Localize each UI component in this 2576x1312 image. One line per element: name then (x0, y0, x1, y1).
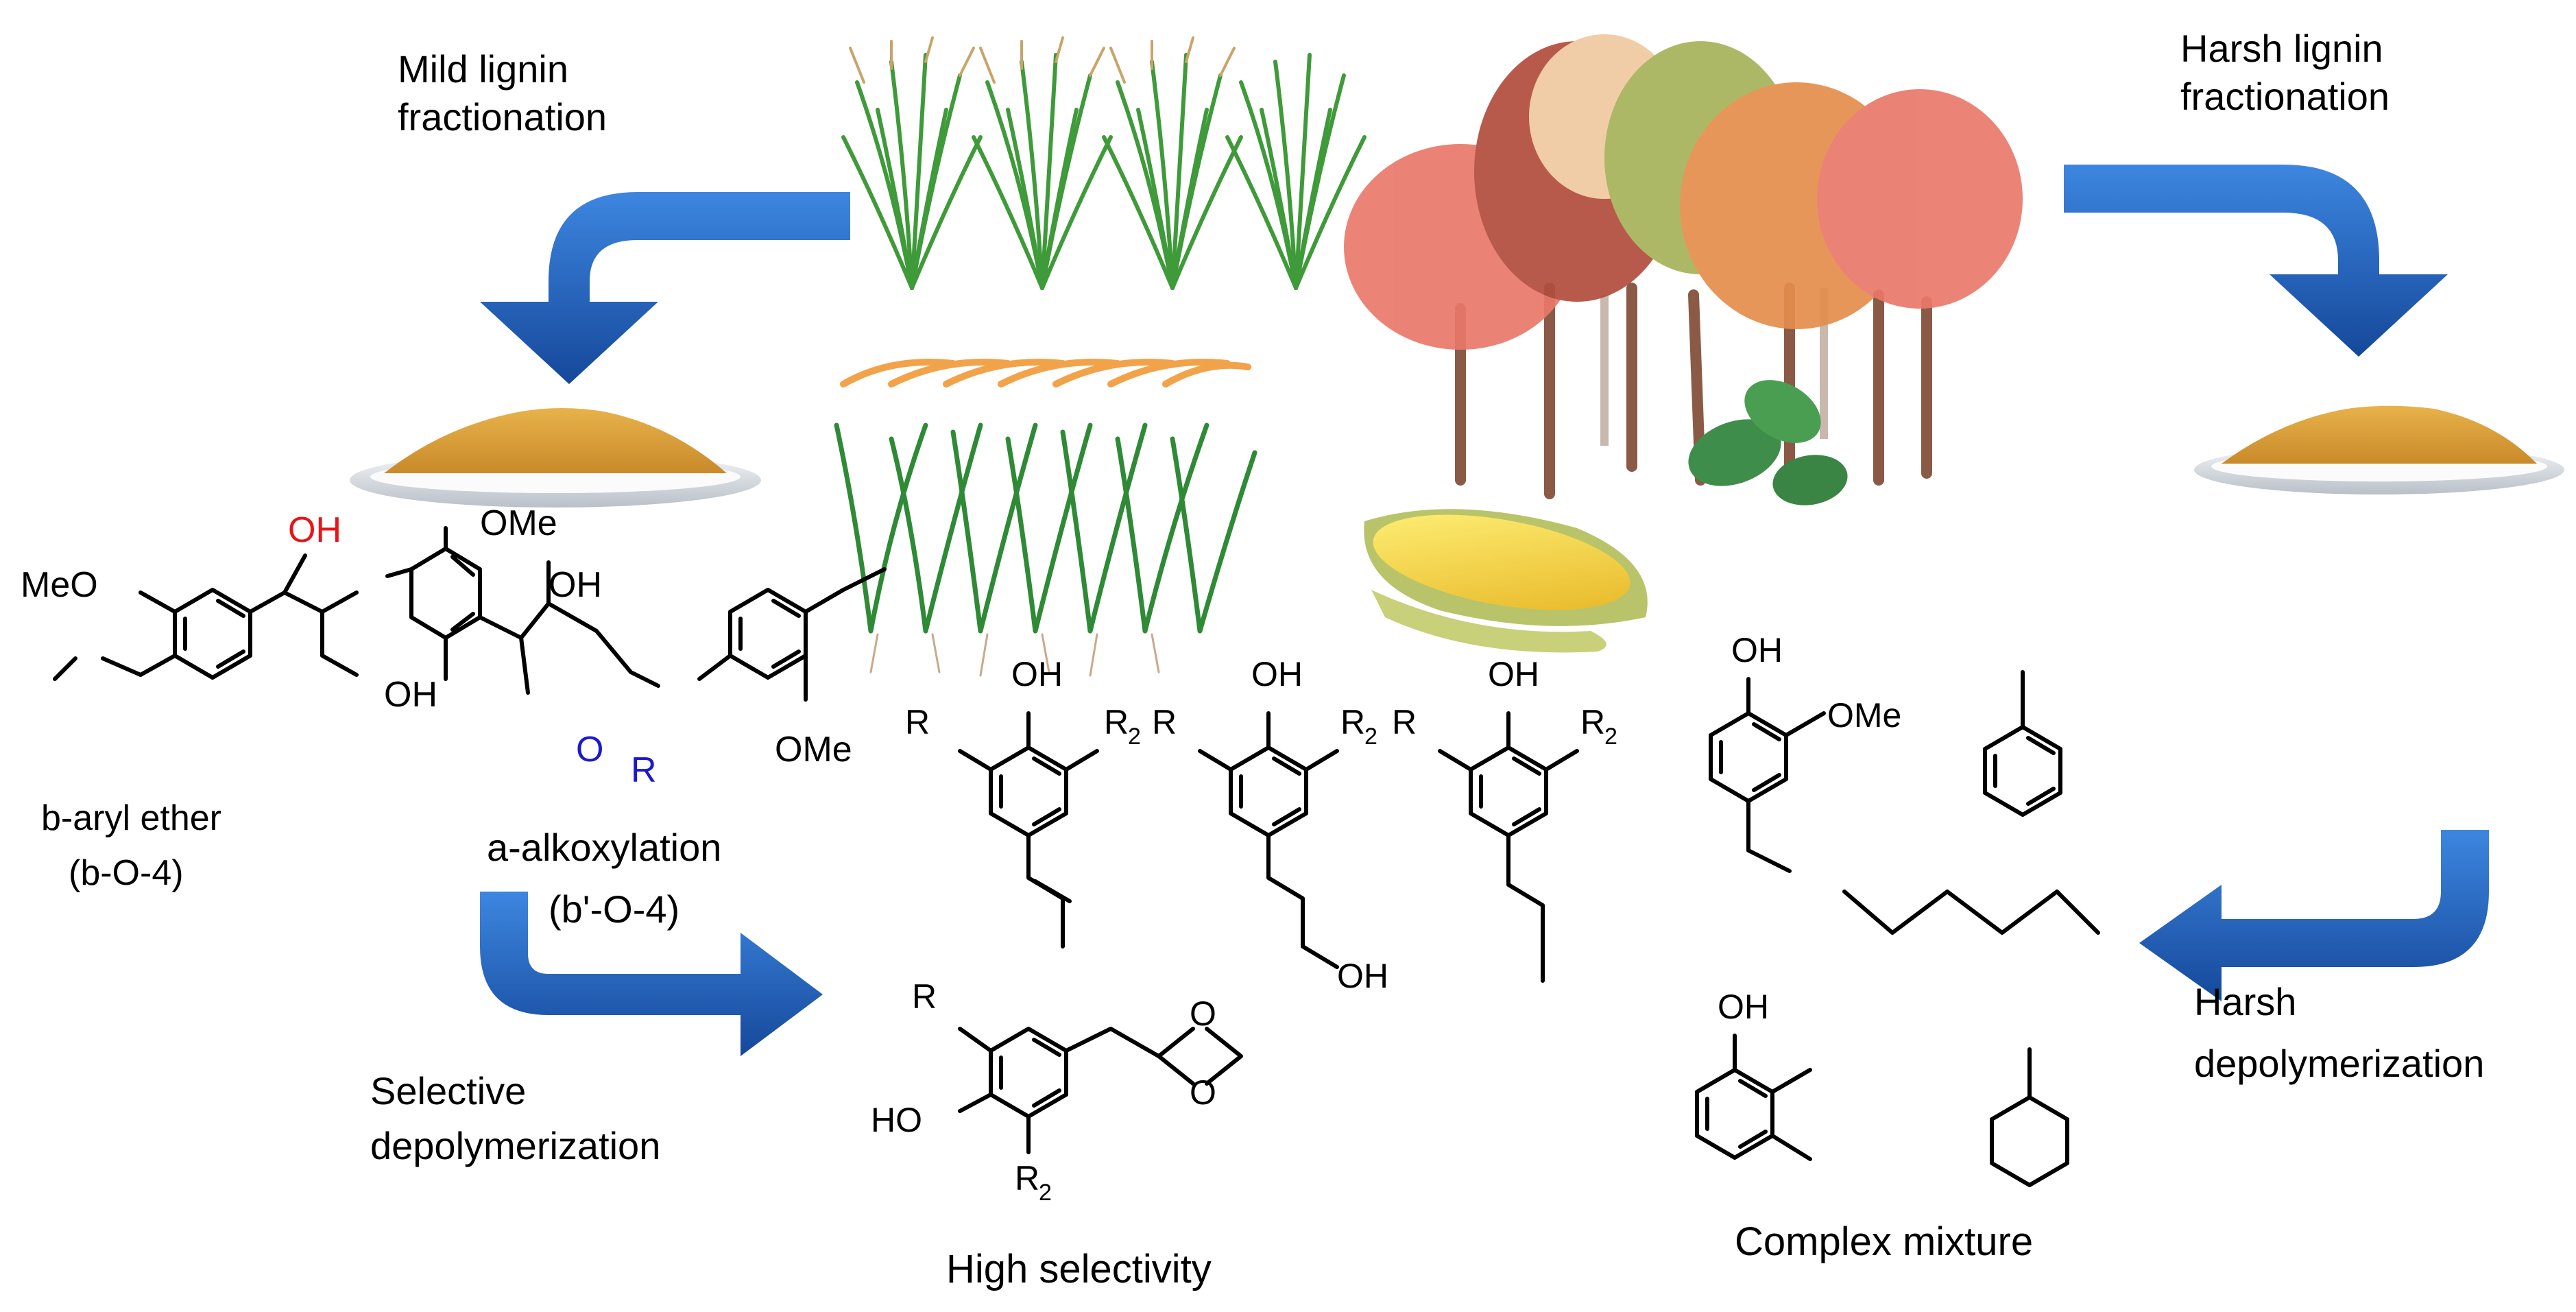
atom-o-blue: O (576, 730, 603, 770)
atom-oh-p3: OH (1488, 655, 1539, 693)
atom-sub2-p1: 2 (1128, 724, 1141, 750)
chemical-structures (53, 526, 2100, 1187)
atom-oh-p4: OH (1731, 631, 1783, 669)
atom-sub2-p2: 2 (1364, 724, 1377, 750)
corn-cob-image (1364, 509, 1648, 653)
complex-mixture-label: Complex mixture (1735, 1219, 2033, 1264)
product-ethylguaiacol (1709, 677, 1826, 873)
harsh-fractionation-line2: fractionation (2180, 75, 2390, 118)
atom-meo: MeO (21, 565, 98, 605)
atom-oh-p5: OH (1718, 988, 1769, 1026)
arrow-selective-depolymerization (480, 892, 823, 1056)
leaf-icon (1688, 380, 1848, 505)
mild-fractionation-line1: Mild lignin (398, 47, 568, 91)
rice-plant-image (834, 359, 1257, 677)
product-propenyl-phenol (958, 711, 1099, 949)
atom-r2-p3: R (1580, 703, 1605, 741)
arrow-mild-fractionation (480, 192, 850, 384)
atom-r2-p6: R (1015, 1159, 1039, 1197)
atom-o-p6-top: O (1190, 994, 1216, 1033)
atom-oh-lower: OH (384, 675, 437, 715)
product-dioxolane-phenol (958, 1027, 1243, 1154)
beta-aryl-ether-line1: b-aryl ether (41, 798, 221, 838)
atom-r-p6: R (912, 977, 937, 1016)
text-labels: Mild lignin fractionation Harsh lignin f… (21, 27, 2484, 1291)
atom-oh-polymer: OH (549, 565, 602, 605)
product-toluene (1983, 670, 2062, 817)
harsh-depolymerization-line2: depolymerization (2194, 1042, 2484, 1085)
product-propyl-phenol (1438, 711, 1579, 983)
lignin-powder-plate-right (2194, 405, 2564, 494)
selective-depolymerization-line2: depolymerization (370, 1124, 660, 1167)
atom-sub2-p6: 2 (1039, 1180, 1052, 1206)
atom-oh-p2-tail: OH (1337, 957, 1388, 995)
mild-fractionation-line2: fractionation (398, 95, 607, 139)
harsh-depolymerization-line1: Harsh (2194, 980, 2296, 1023)
atom-ho-p6: HO (871, 1101, 922, 1139)
alpha-alkoxylation-line2: (b'-O-4) (549, 887, 679, 931)
atom-r-p2: R (1152, 703, 1177, 741)
harsh-fractionation-line1: Harsh lignin (2180, 27, 2383, 70)
atom-r-p1: R (905, 703, 930, 741)
atom-r2-p1: R (1104, 703, 1129, 741)
selective-depolymerization-line1: Selective (370, 1069, 526, 1112)
atom-ome-top: OMe (480, 503, 557, 543)
atom-sub2-p3: 2 (1604, 724, 1617, 750)
product-methylcyclohexane (1990, 1047, 2069, 1187)
atom-ome-lower: OMe (775, 730, 852, 770)
atom-ome-p4: OMe (1827, 696, 1901, 735)
atom-r-p3: R (1392, 703, 1417, 741)
atom-oh-red: OH (288, 510, 341, 550)
atom-r-blue: R (631, 750, 657, 790)
atom-r2-p2: R (1340, 703, 1365, 741)
atom-oh-p2: OH (1251, 655, 1303, 693)
lignin-fragment-structure (53, 526, 887, 702)
lignin-powder-plate-left (350, 408, 761, 508)
atom-oh-p1: OH (1011, 655, 1063, 693)
switchgrass-image (841, 36, 1364, 290)
arrow-harsh-depolymerization (2139, 830, 2489, 1001)
alpha-alkoxylation-line1: a-alkoxylation (487, 826, 721, 869)
forest-trees-image (1344, 34, 2023, 505)
product-hexane (1842, 890, 2100, 935)
atom-o-p6-bottom: O (1190, 1073, 1216, 1112)
arrow-harsh-fractionation (2064, 165, 2448, 357)
beta-aryl-ether-line2: (b-O-4) (69, 853, 184, 893)
product-dimethylphenol (1695, 1034, 1812, 1161)
product-propanol-phenol (1198, 711, 1339, 969)
high-selectivity-label: High selectivity (946, 1247, 1212, 1291)
